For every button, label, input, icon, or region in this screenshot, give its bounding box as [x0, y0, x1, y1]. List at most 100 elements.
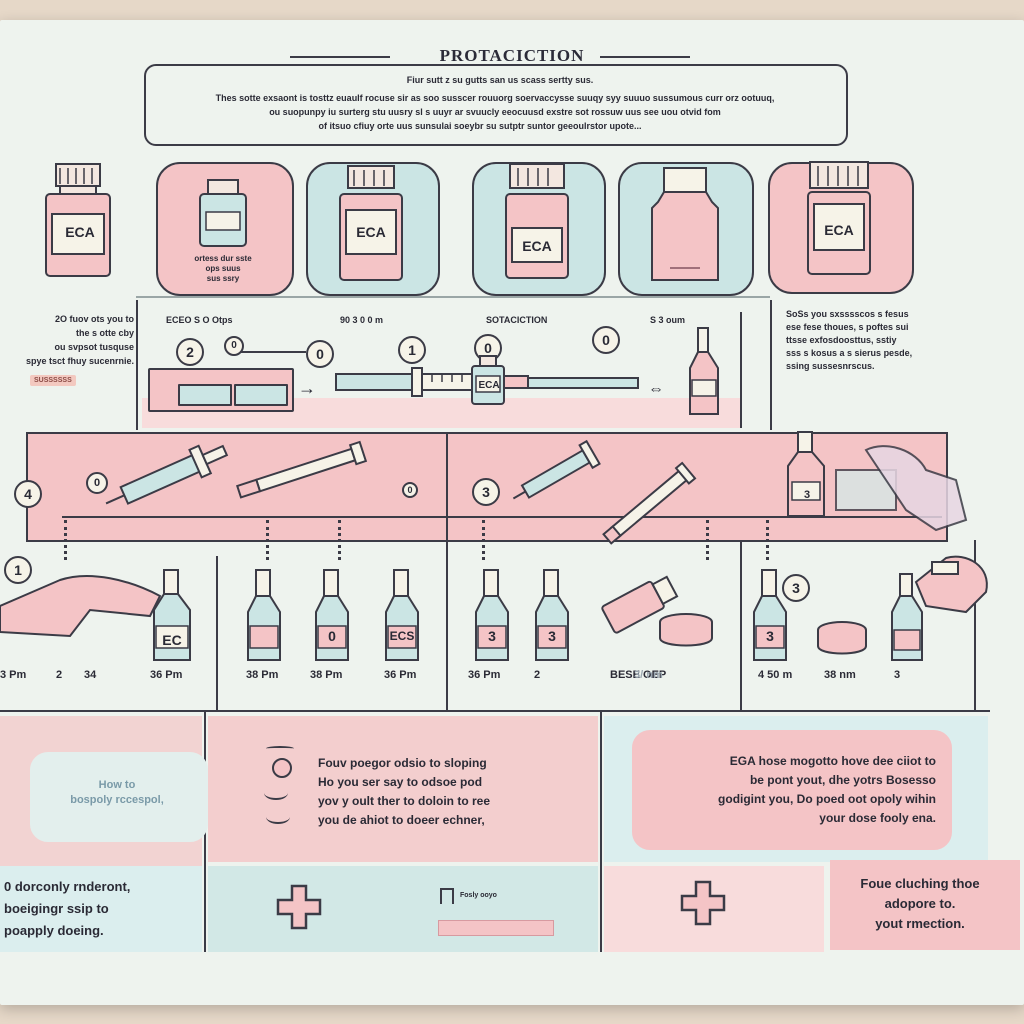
divider [974, 540, 976, 710]
syringe-icon [236, 440, 368, 499]
time-label: BESE OEP [610, 669, 667, 681]
dish-icon [817, 621, 867, 655]
vial-icon [505, 163, 569, 279]
time-label: 38 nm [824, 669, 856, 681]
ampoule-icon [247, 569, 281, 661]
hand-icon [0, 574, 162, 638]
intro-subtitle: Fiur sutt z su gutts san us scass sertty… [406, 75, 594, 85]
step-number: 2 [176, 338, 204, 366]
divider [216, 556, 218, 710]
left-note-pill: SUSSSSSS [30, 375, 76, 386]
bottom-left-footer [0, 866, 202, 952]
medical-cross-icon [680, 880, 726, 926]
mid-footer-label: Fosly ooyo [460, 892, 497, 899]
intro-line-1: Thes sotte exsaont is tosttz euaulf rocu… [215, 93, 775, 103]
divider [136, 300, 138, 430]
step-number: 3 [472, 478, 500, 506]
vial-icon [199, 179, 247, 247]
divider [0, 710, 990, 712]
vial-label: 3 [548, 628, 556, 644]
vial-label: ECA [522, 238, 552, 254]
step-number: 1 [4, 556, 32, 584]
bookmark-icon [440, 888, 454, 904]
vial-label: 3 [803, 489, 811, 501]
step-number: 3 [782, 574, 810, 602]
step-number: 0 [402, 482, 418, 498]
vial-icon [339, 165, 403, 281]
connector [240, 351, 306, 353]
time-label: 3 Pm [0, 669, 27, 681]
hand-icon [835, 445, 968, 532]
vial-label: 3 [488, 628, 496, 644]
bottom-left-text: 0 dorconly rnderont, boeigingr ssip to p… [4, 879, 131, 938]
time-label: 2 [534, 669, 541, 681]
step-number: 1 [398, 336, 426, 364]
speech-bubble [30, 752, 208, 842]
ampoule-icon [689, 327, 719, 415]
time-label: 36 Pm [150, 669, 183, 681]
bottom-card-1: How to bospoly rccespol, [70, 779, 164, 806]
dotted-connector [338, 520, 341, 560]
tray-slot [234, 384, 288, 406]
vial-label: ECA [478, 380, 500, 391]
ampoule-icon [385, 569, 419, 661]
arrow-both-icon: ⇔ [648, 381, 664, 398]
ampoule-icon [535, 569, 569, 661]
dotted-connector [64, 520, 67, 560]
ampoule-icon [753, 569, 787, 661]
intro-line-3: of itsuo cfiuy orte uus sunsulai soeybr … [318, 121, 642, 131]
dotted-connector [266, 520, 269, 560]
vial-label: ECA [824, 222, 854, 238]
dotted-connector [766, 520, 769, 560]
hand-icon [914, 555, 988, 614]
bottom-right-text: Foue cluching thoe adopore to. yout rmec… [860, 876, 980, 931]
arrow-right-icon: → [298, 378, 316, 398]
right-note: SoSs you sxsssscos s fesus ese fese thou… [786, 309, 913, 371]
time-label: 36 Pm [384, 669, 417, 681]
intro-box [144, 64, 848, 146]
mid-footer-bar [438, 920, 554, 936]
step-number: 4 [14, 480, 42, 508]
divider [740, 540, 742, 710]
medical-cross-icon [276, 884, 322, 930]
vial-note: ortess dur sste ops suus sus ssry [194, 254, 252, 283]
syringe-icon [105, 444, 229, 505]
bottom-card-2: Fouv poegor odsio to sloping Ho you ser … [318, 756, 491, 827]
vial-icon [807, 161, 871, 275]
step-number: 0 [86, 472, 108, 494]
page-title: PROTACICTION [439, 46, 585, 65]
vial-icon [153, 569, 191, 661]
divider [136, 296, 770, 298]
title-rule-left [290, 56, 390, 58]
step-label-c: SOTACICTION [486, 315, 548, 325]
tray-slot [178, 384, 232, 406]
left-note: 2O fuov ots you to the s otte cby ou svp… [25, 314, 134, 366]
vial-icon [651, 167, 719, 281]
vial-icon [787, 431, 825, 517]
divider [446, 540, 448, 710]
ampoule-icon [475, 569, 509, 661]
step-number: 0 [592, 326, 620, 354]
vial-icon [45, 163, 111, 277]
speech-bubble [632, 730, 952, 850]
vial-label: EC [162, 632, 182, 648]
dotted-connector [706, 520, 709, 560]
syringe-icon [602, 461, 697, 545]
step-number: 0 [224, 336, 244, 356]
bottom-right-footer-b [830, 860, 1020, 950]
time-label: 4 50 m [758, 669, 793, 681]
syringe-icon [335, 367, 639, 397]
divider [740, 312, 742, 428]
time-label: 3 [894, 669, 901, 681]
ampoule-icon [315, 569, 349, 661]
tipped-vial-icon [601, 575, 679, 634]
step-label-a: ECEO S O Otps [166, 315, 233, 325]
dish-icon [659, 613, 713, 647]
vial-label: ECA [65, 224, 95, 240]
vial-label: 0 [328, 628, 336, 644]
time-label: 2 [56, 669, 63, 681]
timeline [62, 516, 942, 518]
intro-line-2: ou suopunpy iu surterg stu uusry sl s uu… [269, 107, 721, 117]
divider [600, 712, 602, 952]
ampoule-icon [891, 573, 923, 661]
